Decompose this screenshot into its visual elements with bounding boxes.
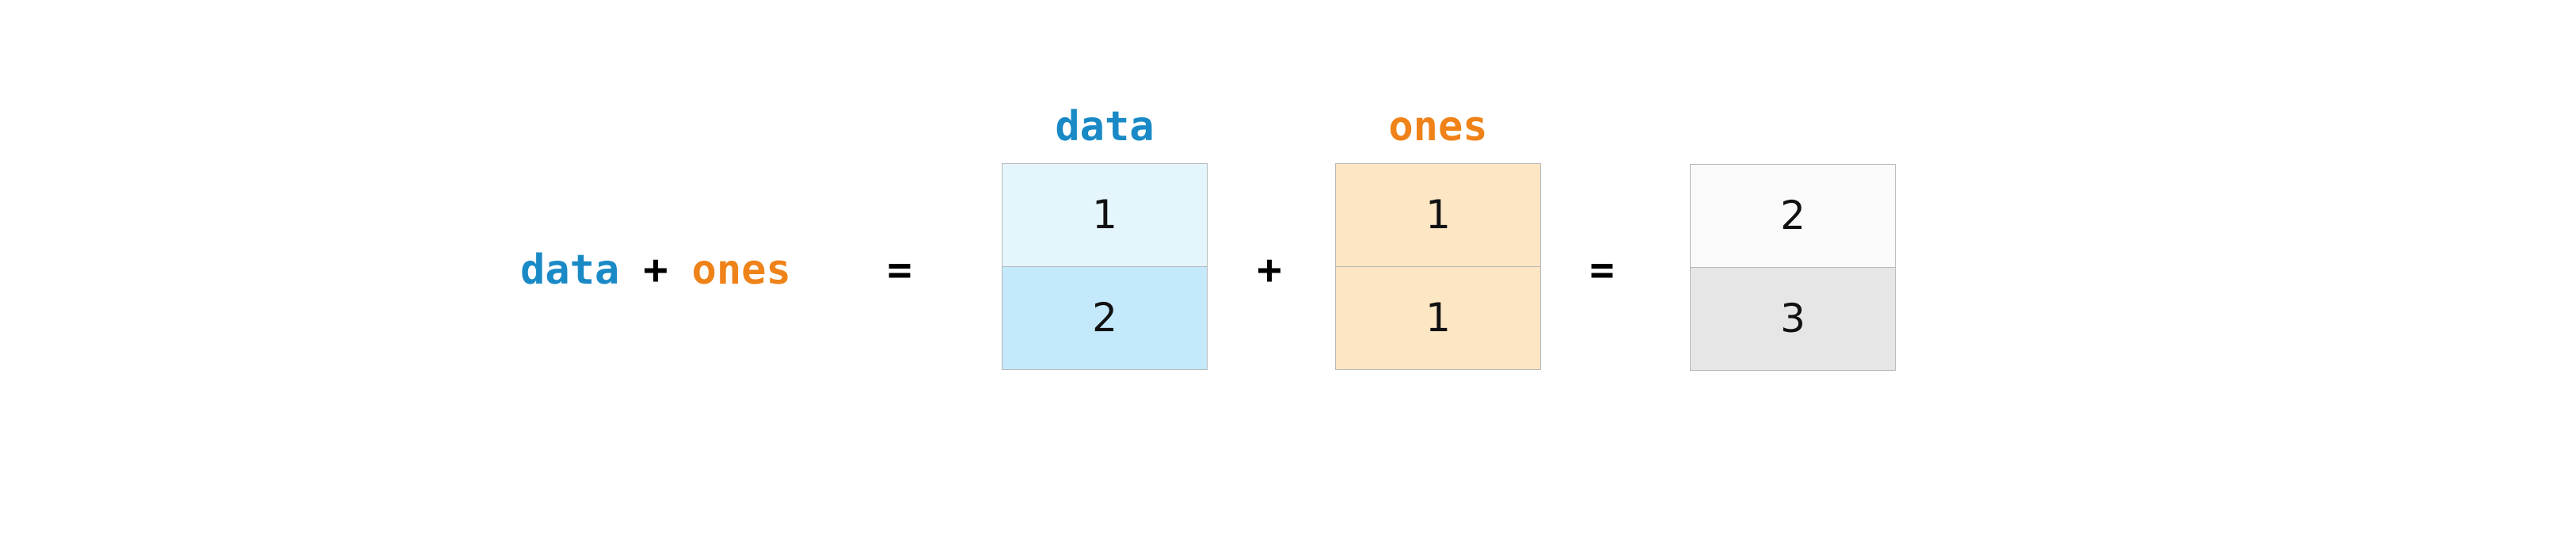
result-array-cell: 2 (1691, 165, 1895, 267)
expression-equals-sign: = (887, 246, 912, 294)
ones-array-cell: 1 (1336, 164, 1540, 266)
expression-plus-operator: + (643, 246, 668, 294)
expression-left-operand: data (520, 246, 620, 294)
expression: data + ones (520, 242, 791, 298)
ones-array: 1 1 (1335, 163, 1541, 370)
result-array: 2 3 (1690, 164, 1896, 371)
plus-sign: + (1257, 246, 1282, 294)
data-array-title: data (1055, 103, 1155, 151)
data-array: 1 2 (1002, 163, 1208, 370)
equals-sign: = (1589, 246, 1615, 294)
data-array-cell: 1 (1003, 164, 1207, 266)
data-array-cell: 2 (1003, 266, 1207, 369)
ones-array-title: ones (1388, 103, 1488, 151)
result-array-cell: 3 (1691, 267, 1895, 370)
expression-right-operand: ones (691, 246, 791, 294)
ones-array-cell: 1 (1336, 266, 1540, 369)
